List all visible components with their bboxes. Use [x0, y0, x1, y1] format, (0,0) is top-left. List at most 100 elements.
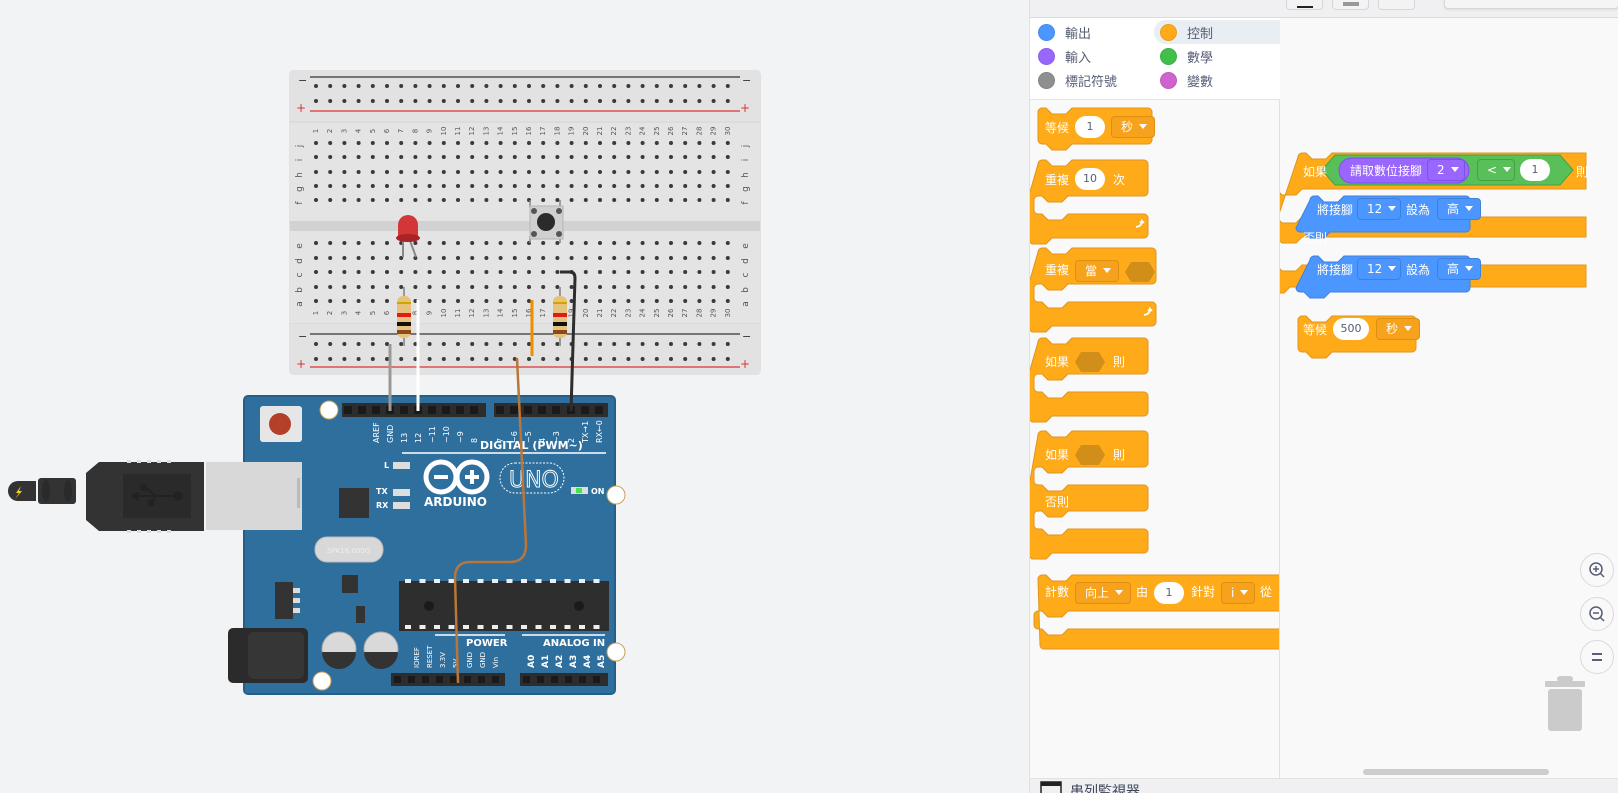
breadboard-hole[interactable]: [498, 342, 503, 346]
palette-repeat-block[interactable]: [1030, 159, 1149, 245]
breadboard-hole[interactable]: [725, 342, 730, 346]
breadboard-hole[interactable]: [669, 84, 673, 88]
breadboard-hole[interactable]: [512, 84, 517, 88]
set-pin-state-dropdown[interactable]: 高: [1437, 198, 1481, 220]
breadboard-hole[interactable]: [342, 285, 347, 289]
breadboard-hole[interactable]: [342, 84, 347, 88]
breadboard[interactable]: − + − + − + − + 112233445566778899101011…: [289, 70, 761, 375]
breadboard-hole[interactable]: [427, 256, 432, 260]
breadboard-hole[interactable]: [328, 256, 333, 260]
breadboard-hole[interactable]: [385, 170, 389, 174]
breadboard-hole[interactable]: [385, 141, 389, 145]
breadboard-hole[interactable]: [541, 155, 546, 159]
breadboard-hole[interactable]: [697, 256, 702, 260]
breadboard-hole[interactable]: [654, 141, 659, 145]
breadboard-hole[interactable]: [555, 99, 560, 103]
breadboard-hole[interactable]: [399, 155, 404, 159]
breadboard-hole[interactable]: [413, 141, 418, 145]
breadboard-hole[interactable]: [598, 198, 602, 202]
breadboard-hole[interactable]: [669, 270, 673, 274]
breadboard-hole[interactable]: [470, 84, 475, 88]
breadboard-hole[interactable]: [427, 285, 432, 289]
set-pin-number-dropdown[interactable]: 12: [1357, 198, 1401, 220]
breadboard-hole[interactable]: [385, 84, 389, 88]
breadboard-hole[interactable]: [456, 285, 460, 289]
breadboard-hole[interactable]: [328, 141, 333, 145]
category-math[interactable]: 數學: [1154, 44, 1280, 68]
breadboard-hole[interactable]: [583, 184, 588, 188]
zoom-in-button[interactable]: [1580, 553, 1614, 587]
code-workspace[interactable]: 如果 請取數位接腳 2 < 1 則 將接腳 12 設為 高 否則 將接腳 12 …: [1280, 18, 1618, 778]
breadboard-hole[interactable]: [711, 141, 716, 145]
breadboard-hole[interactable]: [342, 342, 347, 346]
breadboard-hole[interactable]: [626, 155, 631, 159]
breadboard-hole[interactable]: [697, 198, 702, 202]
count-var-dropdown[interactable]: i: [1221, 582, 1255, 604]
breadboard-hole[interactable]: [328, 99, 333, 103]
breadboard-hole[interactable]: [569, 184, 574, 188]
category-control[interactable]: 控制: [1154, 20, 1280, 44]
breadboard-hole[interactable]: [654, 184, 659, 188]
wait-value-input[interactable]: 1: [1075, 116, 1105, 138]
breadboard-hole[interactable]: [328, 357, 333, 361]
breadboard-hole[interactable]: [541, 299, 546, 303]
breadboard-hole[interactable]: [399, 99, 404, 103]
text-format-button[interactable]: [1286, 0, 1323, 10]
breadboard-hole[interactable]: [427, 84, 432, 88]
breadboard-hole[interactable]: [725, 256, 730, 260]
breadboard-hole[interactable]: [356, 170, 361, 174]
breadboard-hole[interactable]: [385, 256, 389, 260]
breadboard-hole[interactable]: [328, 241, 333, 245]
pin-socket[interactable]: [400, 406, 408, 414]
reset-button[interactable]: [260, 406, 302, 442]
breadboard-hole[interactable]: [527, 285, 531, 289]
breadboard-hole[interactable]: [413, 285, 418, 289]
breadboard-hole[interactable]: [328, 285, 333, 289]
pin-socket[interactable]: [442, 406, 450, 414]
pin-socket[interactable]: [523, 676, 530, 683]
breadboard-hole[interactable]: [569, 299, 574, 303]
breadboard-hole[interactable]: [598, 357, 602, 361]
breadboard-hole[interactable]: [683, 285, 688, 289]
breadboard-hole[interactable]: [413, 184, 418, 188]
breadboard-hole[interactable]: [711, 99, 716, 103]
breadboard-hole[interactable]: [427, 241, 432, 245]
breadboard-hole[interactable]: [370, 299, 375, 303]
breadboard-hole[interactable]: [654, 299, 659, 303]
breadboard-hole[interactable]: [725, 241, 730, 245]
breadboard-hole[interactable]: [385, 99, 389, 103]
breadboard-hole[interactable]: [654, 285, 659, 289]
breadboard-hole[interactable]: [583, 256, 588, 260]
breadboard-hole[interactable]: [683, 155, 688, 159]
breadboard-hole[interactable]: [385, 270, 389, 274]
breadboard-hole[interactable]: [527, 155, 531, 159]
breadboard-hole[interactable]: [356, 357, 361, 361]
pin-socket[interactable]: [358, 406, 366, 414]
breadboard-hole[interactable]: [654, 342, 659, 346]
breadboard-hole[interactable]: [342, 198, 347, 202]
breadboard-hole[interactable]: [456, 299, 460, 303]
breadboard-hole[interactable]: [640, 299, 645, 303]
breadboard-hole[interactable]: [612, 285, 617, 289]
breadboard-hole[interactable]: [456, 141, 460, 145]
breadboard-hole[interactable]: [683, 170, 688, 174]
breadboard-hole[interactable]: [640, 84, 645, 88]
breadboard-hole[interactable]: [725, 285, 730, 289]
breadboard-hole[interactable]: [626, 299, 631, 303]
breadboard-hole[interactable]: [711, 357, 716, 361]
breadboard-hole[interactable]: [583, 299, 588, 303]
breadboard-hole[interactable]: [470, 99, 475, 103]
breadboard-hole[interactable]: [555, 256, 560, 260]
breadboard-hole[interactable]: [711, 241, 716, 245]
breadboard-hole[interactable]: [441, 270, 446, 274]
breadboard-hole[interactable]: [612, 241, 617, 245]
breadboard-hole[interactable]: [583, 170, 588, 174]
breadboard-hole[interactable]: [669, 170, 673, 174]
breadboard-hole[interactable]: [683, 357, 688, 361]
breadboard-hole[interactable]: [527, 99, 531, 103]
breadboard-hole[interactable]: [711, 184, 716, 188]
breadboard-hole[interactable]: [356, 299, 361, 303]
breadboard-hole[interactable]: [385, 198, 389, 202]
breadboard-hole[interactable]: [555, 170, 560, 174]
breadboard-hole[interactable]: [697, 99, 702, 103]
